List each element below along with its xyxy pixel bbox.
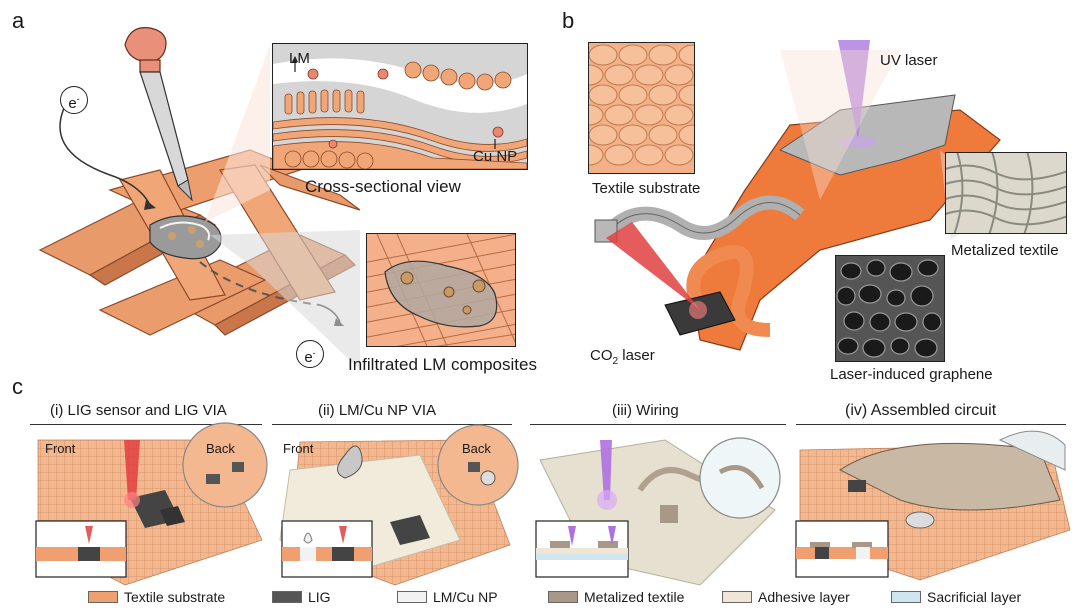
textile-substrate-inset [588,42,695,174]
step-rule-1 [30,424,262,425]
step-title-4: (iv) Assembled circuit [845,402,997,419]
panel-label-b: b [562,8,575,33]
back-label-2: Back [462,441,491,456]
legend-label-metalized: Metalized textile [584,589,685,605]
lm-label: LM [289,50,310,67]
legend-swatch-adhesive [722,591,752,603]
lm-droplet [149,215,222,260]
legend-swatch-sacrificial [891,591,921,603]
electron-path-dashed [199,261,321,306]
legend-label-textile: Textile substrate [124,589,226,605]
lig-sem-inset [835,255,945,362]
legend-swatch-metalized [548,591,578,603]
cross-section-inset: LM Cu NP [272,43,528,170]
step-rule-3 [530,424,786,425]
metalized-textile-inset [945,152,1067,234]
step-title-2: (ii) LM/Cu NP VIA [318,402,437,419]
panel-a-illustration [38,27,361,370]
panel-label-a: a [12,8,25,33]
infiltrated-lm-caption: Infiltrated LM composites [348,355,537,374]
legend-label-lm-cu: LM/Cu NP [433,589,498,605]
cu-np-label: Cu NP [473,148,518,165]
legend-swatch-lm-cu [397,591,427,603]
electron-in-arrow [59,99,151,206]
uv-laser-label: UV laser [880,52,938,69]
legend-label-adhesive: Adhesive layer [758,589,850,605]
electron-badge-bottom: e- [296,340,324,368]
back-label-1: Back [206,441,235,456]
front-label-1: Front [45,441,76,456]
legend: Textile substrate LIG LM/Cu NP Metalized… [0,588,1080,608]
legend-swatch-textile [88,591,118,603]
front-label-2: Front [283,441,314,456]
panel-label-c: c [12,374,23,399]
laser-induced-graphene-label: Laser-induced graphene [830,366,993,383]
cross-sectional-view-caption: Cross-sectional view [305,177,461,196]
metalized-textile-label: Metalized textile [951,242,1059,259]
step-title-3: (iii) Wiring [612,402,679,419]
step-rule-2 [272,424,512,425]
legend-swatch-lig [272,591,302,603]
textile-substrate-label: Textile substrate [592,180,701,197]
legend-label-lig: LIG [308,589,331,605]
lm-composite-inset [366,233,516,347]
electron-badge-top: e- [60,86,88,114]
legend-label-sacrificial: Sacrificial layer [927,589,1022,605]
step-rule-4 [796,424,1066,425]
co2-laser-label: CO2 laser [590,347,655,367]
step-title-1: (i) LIG sensor and LIG VIA [50,402,227,419]
dropper-icon [124,27,193,202]
